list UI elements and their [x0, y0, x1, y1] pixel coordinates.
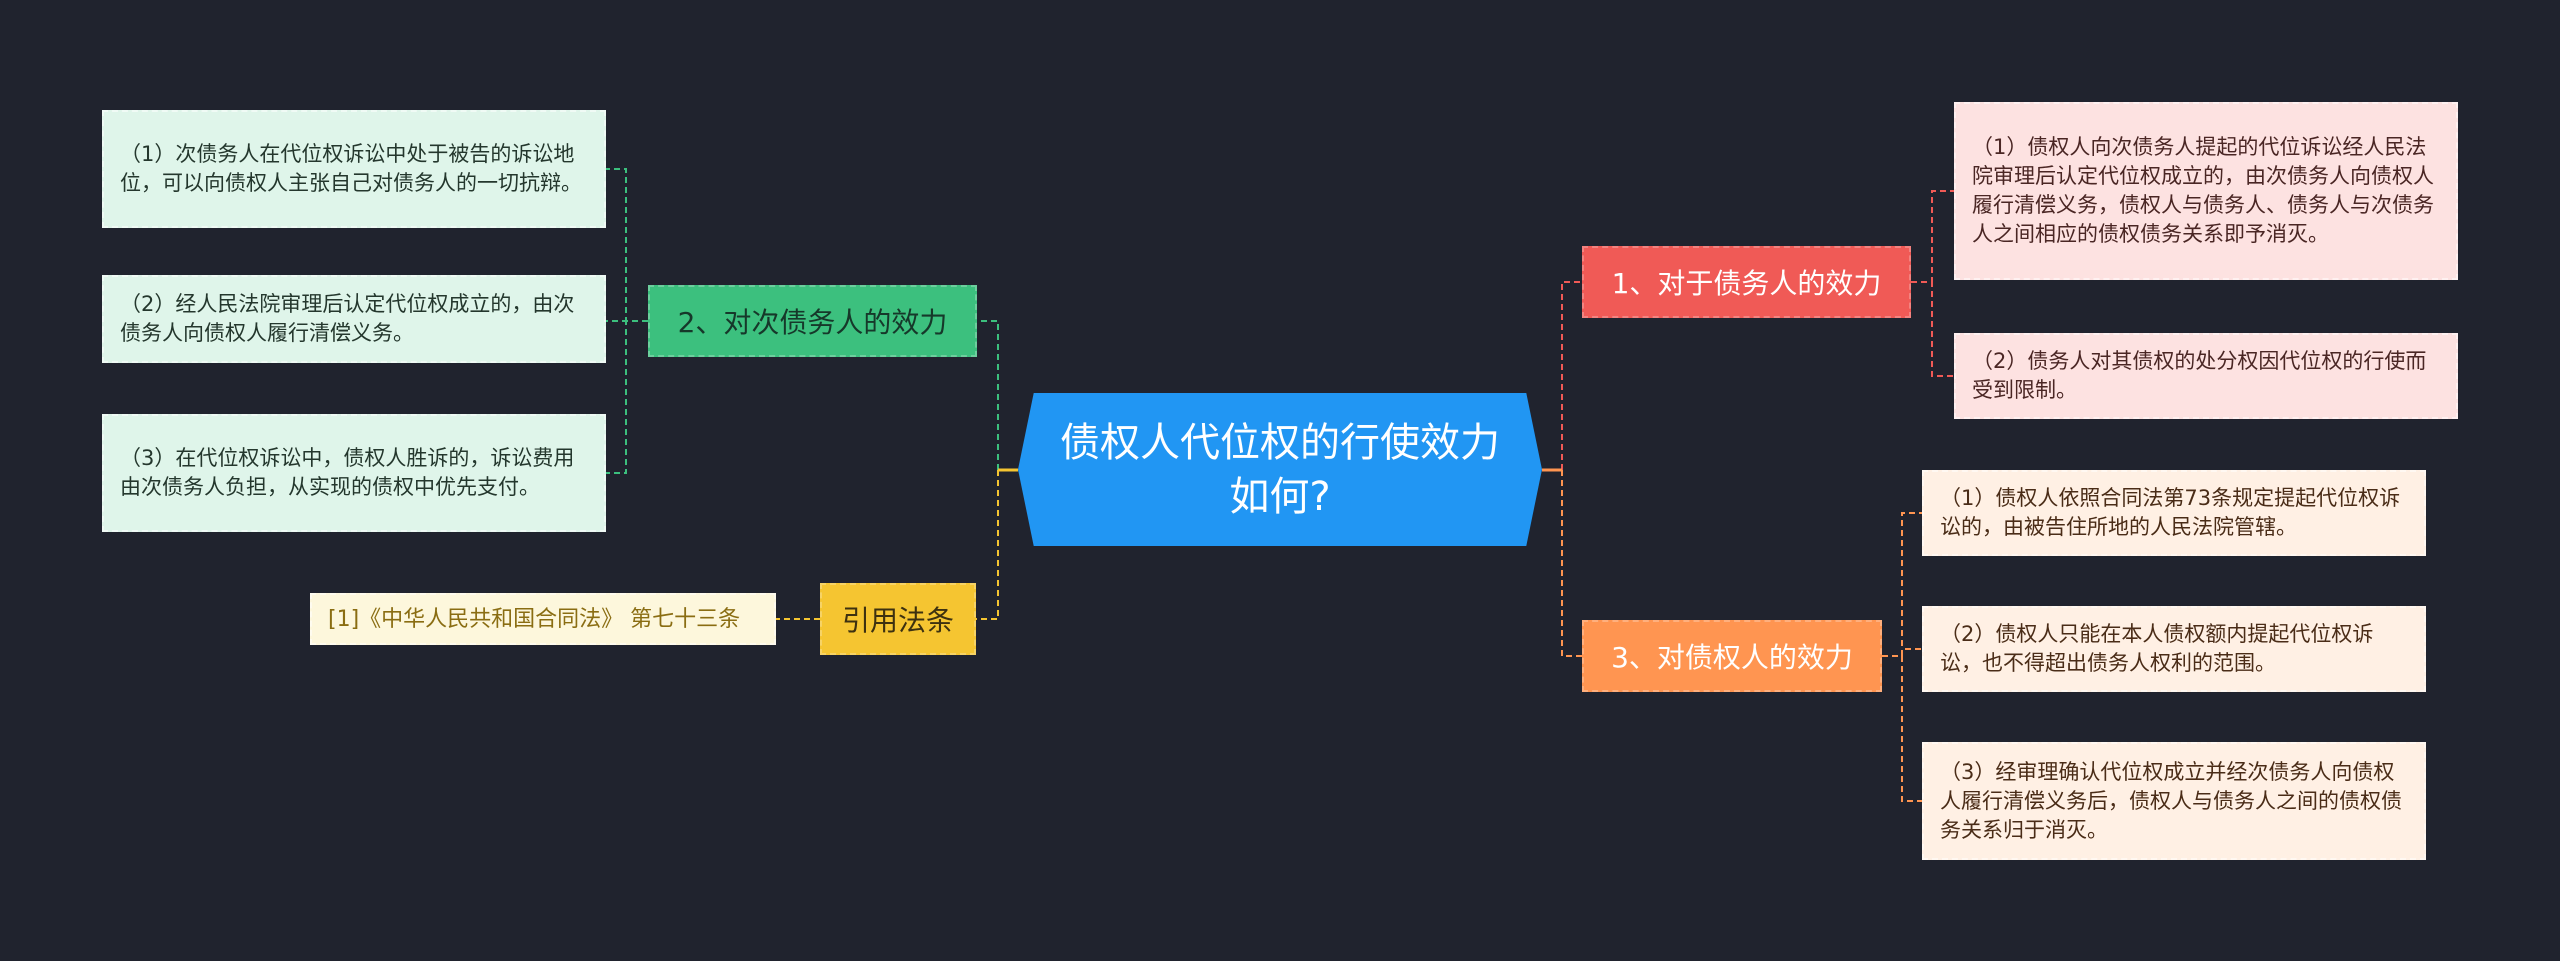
branch-cited-law[interactable]: 引用法条	[820, 583, 976, 655]
link-creditor-leaf-3	[1882, 655, 1922, 802]
link-root-debtor	[1542, 281, 1582, 471]
branch-creditor[interactable]: 3、对债权人的效力	[1582, 620, 1882, 692]
leaf-text: （1）次债务人在代位权诉讼中处于被告的诉讼地位，可以向债权人主张自己对债务人的一…	[120, 142, 582, 195]
branch-debtor-label: 1、对于债务人的效力	[1611, 267, 1882, 300]
branch-creditor-label: 3、对债权人的效力	[1611, 641, 1853, 674]
leaf-creditor-3[interactable]: （3）经审理确认代位权成立并经次债务人向债权人履行清偿义务后，债权人与债务人之间…	[1922, 742, 2426, 860]
leaf-secondary-debtor-1[interactable]: （1）次债务人在代位权诉讼中处于被告的诉讼地位，可以向债权人主张自己对债务人的一…	[102, 110, 606, 228]
leaf-creditor-2[interactable]: （2）债权人只能在本人债权额内提起代位权诉讼，也不得超出债务人权利的范围。	[1922, 606, 2426, 692]
root-topic-label: 债权人代位权的行使效力如何?	[1060, 419, 1500, 520]
link-root-creditor	[1542, 469, 1582, 657]
leaf-text: （1）债权人依照合同法第73条规定提起代位权诉讼的，由被告住所地的人民法院管辖。	[1940, 486, 2401, 539]
leaf-secondary-debtor-2[interactable]: （2）经人民法院审理后认定代位权成立的，由次债务人向债权人履行清偿义务。	[102, 275, 606, 363]
link-root-secondary-debtor	[977, 320, 1018, 471]
link-secondary-debtor-leaf-1	[606, 168, 648, 322]
root-topic[interactable]: 债权人代位权的行使效力如何?	[1018, 393, 1542, 546]
link-creditor-leaf-1	[1882, 512, 1922, 657]
link-creditor-leaf-2	[1882, 648, 1922, 657]
leaf-text: （3）在代位权诉讼中，债权人胜诉的，诉讼费用由次债务人负担，从实现的债权中优先支…	[120, 446, 575, 499]
link-root-cited-law	[976, 469, 1018, 620]
leaf-text: [1]《中华人民共和国合同法》 第七十三条	[328, 606, 741, 632]
leaf-debtor-1[interactable]: （1）债权人向次债务人提起的代位诉讼经人民法院审理后认定代位权成立的，由次债务人…	[1954, 102, 2458, 280]
leaf-cited-law-1[interactable]: [1]《中华人民共和国合同法》 第七十三条	[310, 593, 776, 645]
leaf-text: （2）经人民法院审理后认定代位权成立的，由次债务人向债权人履行清偿义务。	[120, 292, 575, 345]
leaf-secondary-debtor-3[interactable]: （3）在代位权诉讼中，债权人胜诉的，诉讼费用由次债务人负担，从实现的债权中优先支…	[102, 414, 606, 532]
branch-debtor[interactable]: 1、对于债务人的效力	[1582, 246, 1911, 318]
leaf-text: （3）经审理确认代位权成立并经次债务人向债权人履行清偿义务后，债权人与债务人之间…	[1940, 759, 2402, 842]
leaf-text: （2）债权人只能在本人债权额内提起代位权诉讼，也不得超出债务人权利的范围。	[1940, 622, 2374, 675]
branch-secondary-debtor[interactable]: 2、对次债务人的效力	[648, 285, 977, 357]
leaf-text: （2）债务人对其债权的处分权因代位权的行使而受到限制。	[1972, 349, 2427, 402]
link-secondary-debtor-leaf-3	[606, 320, 648, 474]
link-debtor-leaf-2	[1911, 281, 1954, 377]
branch-secondary-debtor-label: 2、对次债务人的效力	[677, 306, 948, 339]
branch-cited-law-label: 引用法条	[841, 604, 954, 637]
link-debtor-leaf-1	[1911, 190, 1954, 283]
leaf-debtor-2[interactable]: （2）债务人对其债权的处分权因代位权的行使而受到限制。	[1954, 333, 2458, 419]
leaf-creditor-1[interactable]: （1）债权人依照合同法第73条规定提起代位权诉讼的，由被告住所地的人民法院管辖。	[1922, 470, 2426, 556]
leaf-text: （1）债权人向次债务人提起的代位诉讼经人民法院审理后认定代位权成立的，由次债务人…	[1972, 135, 2434, 246]
